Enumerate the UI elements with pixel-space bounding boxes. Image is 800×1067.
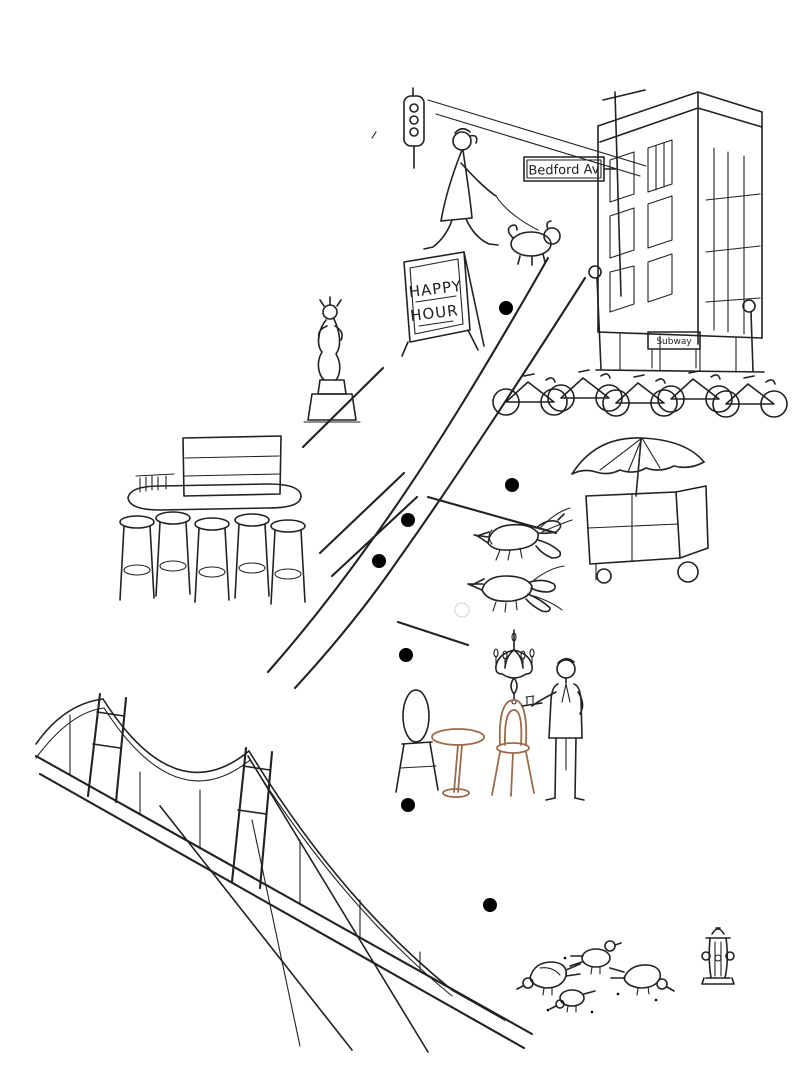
woman-walking-dog-icon <box>423 127 561 266</box>
pigeon-icon <box>549 989 596 1013</box>
traffic-light-icon <box>371 87 425 169</box>
subway-sign-label: Subway <box>656 337 692 347</box>
bicycle-icon <box>492 373 568 416</box>
route-dot <box>499 301 513 315</box>
happy-hour-sandwich-board: HAPPY HOUR <box>401 251 485 357</box>
bike-rack-icon <box>492 369 788 418</box>
chandelier-icon <box>493 629 535 705</box>
seed-dots <box>546 956 658 1014</box>
corner-building-icon <box>588 91 765 373</box>
faint-circle-mark <box>454 602 470 618</box>
pigeon-icon <box>516 961 581 996</box>
statue-icon <box>303 296 361 423</box>
route-dots <box>372 301 519 912</box>
pigeon-icon <box>609 964 675 996</box>
bar-stool-icon <box>194 517 230 603</box>
suspension-bridge-icon <box>34 692 534 1053</box>
lobsters-icon <box>467 507 573 613</box>
bar-stool-icon <box>155 511 191 597</box>
pigeons-icon <box>516 940 675 1014</box>
lobster-icon <box>473 507 573 561</box>
bar-with-stools-icon <box>119 435 306 605</box>
food-cart-icon <box>571 437 709 584</box>
sandwich-board-line1: HAPPY <box>408 277 463 301</box>
cafe-scene <box>395 629 585 801</box>
route-dot <box>399 648 413 662</box>
dog-icon <box>507 220 561 266</box>
street-lamp-right-icon <box>742 299 756 372</box>
subway-entrance-sign: Subway <box>647 331 701 369</box>
street-lamp-left-icon <box>588 265 602 370</box>
lamp-pole-icon <box>602 89 646 297</box>
route-dot <box>401 798 415 812</box>
bar-stool-icon <box>119 515 155 601</box>
bar-stool-icon <box>270 519 306 605</box>
fire-hydrant-icon <box>701 927 735 985</box>
overhead-wires <box>427 99 647 177</box>
cafe-chair-right-icon <box>491 699 535 797</box>
waiter-icon <box>521 657 585 801</box>
route-dot <box>401 513 415 527</box>
bicycle-icon <box>602 374 678 417</box>
route-dot <box>505 478 519 492</box>
cafe-table-icon <box>431 728 485 798</box>
street-lines <box>266 256 587 690</box>
route-dot <box>372 554 386 568</box>
lobster-icon <box>467 565 565 613</box>
route-dot <box>483 898 497 912</box>
bar-stool-icon <box>234 513 270 599</box>
street-sign-label: Bedford Av <box>528 162 600 178</box>
bedford-av-street-sign: Bedford Av <box>523 156 617 182</box>
sandwich-board-line2: HOUR <box>409 301 459 325</box>
pigeon-icon <box>569 940 622 975</box>
cafe-chair-left-icon <box>395 689 439 793</box>
bicycle-icon <box>712 375 788 418</box>
